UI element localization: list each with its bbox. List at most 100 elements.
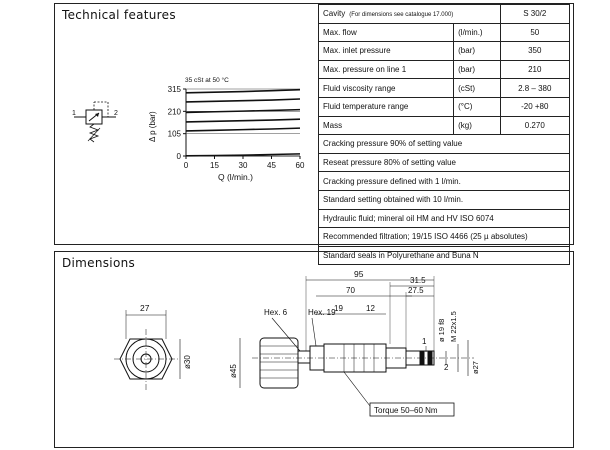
chart-y-tick-label: 315 bbox=[168, 85, 182, 94]
torque-box bbox=[369, 402, 455, 417]
cavity-value: S 30/2 bbox=[499, 4, 571, 24]
dim-70: 70 bbox=[346, 286, 355, 295]
technical-features-title: Technical features bbox=[62, 8, 176, 22]
spec-label: Mass bbox=[317, 115, 455, 136]
cavity-note: (For dimensions see catalogue 17.000) bbox=[349, 12, 454, 19]
chart-x-tick-label: 45 bbox=[267, 161, 276, 170]
chart-x-tick-label: 15 bbox=[210, 161, 219, 170]
spec-value: -20 +80 bbox=[499, 96, 571, 117]
chart-series-line bbox=[185, 153, 301, 157]
dim-95: 95 bbox=[354, 269, 364, 279]
chart-series-line bbox=[185, 98, 301, 103]
chart-ylabel: Δ p (bar) bbox=[148, 111, 157, 142]
spec-value: 50 bbox=[499, 22, 571, 43]
chart-series-line bbox=[185, 88, 301, 94]
pressure-drop-chart: 35 cSt at 50 °C 0 105 210 315 0 15 30 45 60 Δ p… bbox=[148, 76, 305, 182]
port-1-label: 1 bbox=[422, 337, 427, 346]
spec-label: Max. inlet pressure bbox=[317, 41, 455, 61]
spec-table: Cavity(For dimensions see catalogue 17.0… bbox=[317, 4, 571, 266]
note-row: Standard seals in Polyurethane and Buna … bbox=[318, 245, 570, 266]
spec-row: Max. pressure on line 1 (bar) 210 bbox=[317, 59, 571, 80]
cavity-label-cell: Cavity(For dimensions see catalogue 17.0… bbox=[318, 4, 501, 24]
spec-row: Max. flow (l/min.) 50 bbox=[317, 22, 571, 43]
spec-label: Max. flow bbox=[317, 22, 455, 43]
spec-unit: (kg) bbox=[453, 115, 501, 136]
spec-label: Fluid viscosity range bbox=[317, 78, 455, 98]
note-row: Reseat pressure 80% of setting value bbox=[318, 152, 570, 173]
dim-27-5: 27.5 bbox=[408, 286, 424, 295]
note-row: Recommended filtration; 19/15 ISO 4466 (… bbox=[318, 227, 570, 247]
spec-unit: (bar) bbox=[453, 59, 501, 80]
chart-y-tick-label: 105 bbox=[168, 130, 182, 139]
torque-label: Torque 50–60 Nm bbox=[374, 406, 438, 415]
chart-y-tick-label: 210 bbox=[168, 107, 182, 116]
dim-m22: M 22x1.5 bbox=[449, 311, 458, 342]
hex6-label: Hex. 6 bbox=[264, 308, 288, 317]
dim-45: ø45 bbox=[229, 364, 238, 378]
hex6-leader bbox=[271, 317, 301, 352]
chart-x-tick-label: 0 bbox=[184, 161, 189, 170]
end-view bbox=[114, 310, 181, 390]
spec-label: Max. pressure on line 1 bbox=[317, 59, 455, 80]
spec-value: 0.270 bbox=[499, 115, 571, 136]
torque-leader bbox=[343, 371, 371, 407]
dimension-drawing: 27 ø30 bbox=[114, 269, 480, 417]
dim-27b: ø27 bbox=[471, 361, 480, 374]
spec-value: 210 bbox=[499, 59, 571, 80]
chart-title: 35 cSt at 50 °C bbox=[185, 76, 229, 84]
chart-series-line bbox=[185, 118, 301, 123]
chart-series-line bbox=[185, 127, 301, 132]
note-text: Cracking pressure 90% of setting value bbox=[318, 134, 570, 154]
spec-row: Fluid temperature range (°C) -20 +80 bbox=[317, 96, 571, 117]
note-text: Cracking pressure defined with 1 l/min. bbox=[318, 171, 570, 191]
chart-x-tick-label: 60 bbox=[296, 161, 305, 170]
note-row: Cracking pressure defined with 1 l/min. bbox=[318, 171, 570, 191]
dim-19: 19 bbox=[334, 304, 343, 313]
spec-unit: (l/min.) bbox=[453, 22, 501, 43]
dim-30: ø30 bbox=[183, 355, 192, 369]
spec-unit: (°C) bbox=[453, 96, 501, 117]
spec-unit: (cSt) bbox=[453, 78, 501, 98]
spring-icon bbox=[88, 123, 100, 143]
spec-value: 2.8 – 380 bbox=[499, 78, 571, 98]
dim-31-5: 31.5 bbox=[410, 276, 426, 285]
adjust-knob bbox=[259, 337, 299, 389]
note-text: Recommended filtration; 19/15 ISO 4466 (… bbox=[318, 227, 570, 247]
spec-label: Fluid temperature range bbox=[317, 96, 455, 117]
spec-unit: (bar) bbox=[453, 41, 501, 61]
spec-row-cavity: Cavity(For dimensions see catalogue 17.0… bbox=[318, 4, 571, 24]
chart-xlabel: Q (l/min.) bbox=[218, 172, 253, 182]
note-row: Standard setting obtained with 10 l/min. bbox=[318, 189, 570, 210]
technical-features-panel bbox=[54, 3, 574, 245]
dim-19f8: ø 19 f8 bbox=[437, 319, 446, 342]
symbol-port-2: 2 bbox=[114, 110, 118, 117]
note-text: Standard seals in Polyurethane and Buna … bbox=[318, 245, 570, 266]
note-text: Standard setting obtained with 10 l/min. bbox=[318, 189, 570, 210]
dimensions-panel bbox=[54, 251, 574, 448]
dim-12: 12 bbox=[366, 304, 375, 313]
chart-series bbox=[185, 88, 301, 157]
cavity-label: Cavity bbox=[323, 9, 346, 19]
symbol-spring-adjust bbox=[87, 127, 101, 142]
note-row: Hydraulic fluid; mineral oil HM and HV I… bbox=[318, 208, 570, 229]
port-2-label: 2 bbox=[444, 363, 449, 372]
symbol-arrow-head bbox=[95, 113, 99, 117]
chart-y-tick-label: 0 bbox=[177, 152, 182, 161]
hydraulic-symbol: 1 2 bbox=[72, 101, 118, 143]
adjust-screw bbox=[297, 350, 311, 364]
symbol-port-1: 1 bbox=[72, 110, 76, 117]
note-text: Hydraulic fluid; mineral oil HM and HV I… bbox=[318, 208, 570, 229]
note-row: Cracking pressure 90% of setting value bbox=[318, 134, 570, 154]
chart-series-line bbox=[185, 108, 301, 114]
side-view bbox=[239, 276, 474, 407]
spec-row: Mass (kg) 0.270 bbox=[317, 115, 571, 136]
hex19-leader bbox=[311, 317, 317, 347]
note-text: Reseat pressure 80% of setting value bbox=[318, 152, 570, 173]
hex19-label: Hex. 19 bbox=[308, 308, 336, 317]
chart-y-ticks: 0 105 210 315 bbox=[168, 85, 186, 161]
chart-x-tick-label: 30 bbox=[239, 161, 248, 170]
dimensions-title: Dimensions bbox=[62, 256, 136, 270]
spec-row: Fluid viscosity range (cSt) 2.8 – 380 bbox=[317, 78, 571, 98]
dim-27: 27 bbox=[140, 303, 150, 313]
spec-row: Max. inlet pressure (bar) 350 bbox=[317, 41, 571, 61]
